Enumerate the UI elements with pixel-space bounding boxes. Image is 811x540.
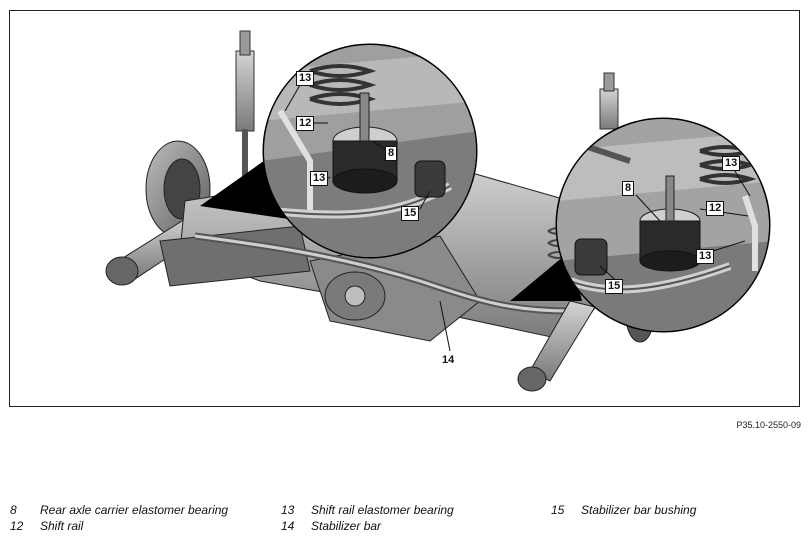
figure-frame: 13 12 8 13 15 13 8 12 13 15 14 — [9, 10, 800, 407]
callout-8: 8 — [385, 146, 398, 161]
legend-text: Shift rail elastomer bearing — [311, 503, 454, 517]
callout-13: 13 — [722, 156, 741, 171]
callout-13: 13 — [310, 171, 329, 186]
callout-15: 15 — [401, 206, 420, 221]
callout-15: 15 — [605, 279, 624, 294]
detail-view-right — [510, 117, 771, 333]
detail-view-left — [200, 43, 478, 259]
rear-axle-illustration — [105, 30, 771, 392]
legend-text: Shift rail — [40, 519, 84, 533]
callout-8: 8 — [622, 181, 635, 196]
legend-text: Stabilizer bar — [311, 519, 382, 533]
figure-id: P35.10-2550-09 — [736, 420, 801, 430]
legend-text: Stabilizer bar bushing — [581, 503, 697, 517]
legend-number: 12 — [10, 519, 24, 533]
callout-13: 13 — [296, 71, 315, 86]
callout-14: 14 — [442, 354, 455, 366]
legend-number: 8 — [10, 503, 17, 517]
legend-number: 15 — [551, 503, 565, 517]
legend-number: 14 — [281, 519, 295, 533]
callout-13: 13 — [696, 249, 715, 264]
callout-12: 12 — [706, 201, 725, 216]
legend-text: Rear axle carrier elastomer bearing — [40, 503, 229, 517]
legend-number: 13 — [281, 503, 295, 517]
callout-12: 12 — [296, 116, 315, 131]
